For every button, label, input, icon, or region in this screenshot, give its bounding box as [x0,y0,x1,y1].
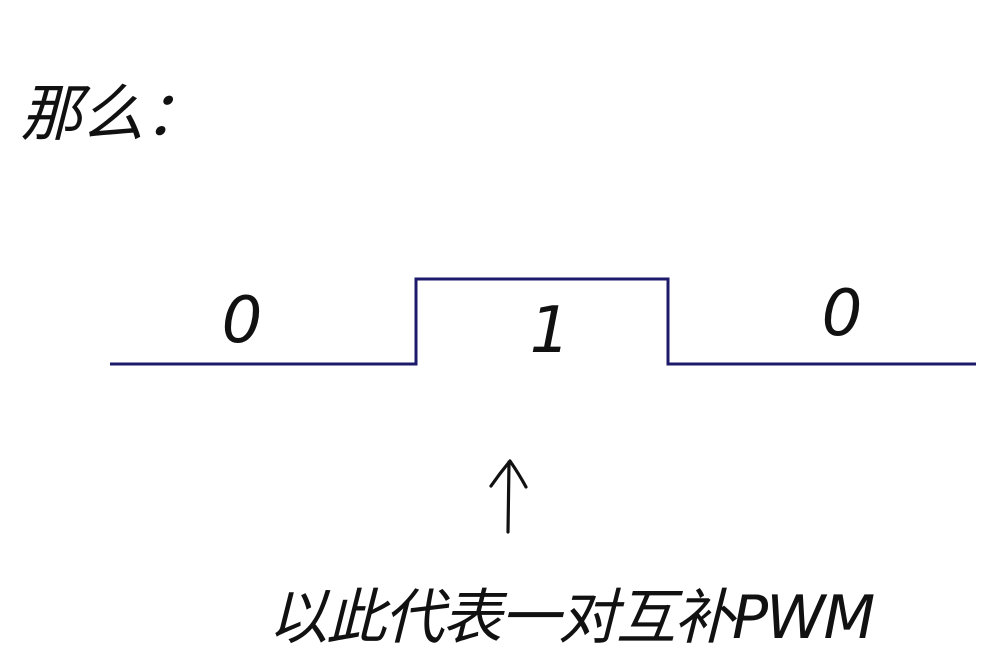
caption: 以此代表一对互补PWM [268,583,875,653]
up-arrow-icon [489,459,528,534]
bit-label-low-right: 0 [822,277,863,351]
bit-label-low-left: 0 [222,284,263,358]
heading: 那么： [20,77,206,150]
bit-label-high: 1 [530,294,571,368]
waveform-line [110,277,976,366]
